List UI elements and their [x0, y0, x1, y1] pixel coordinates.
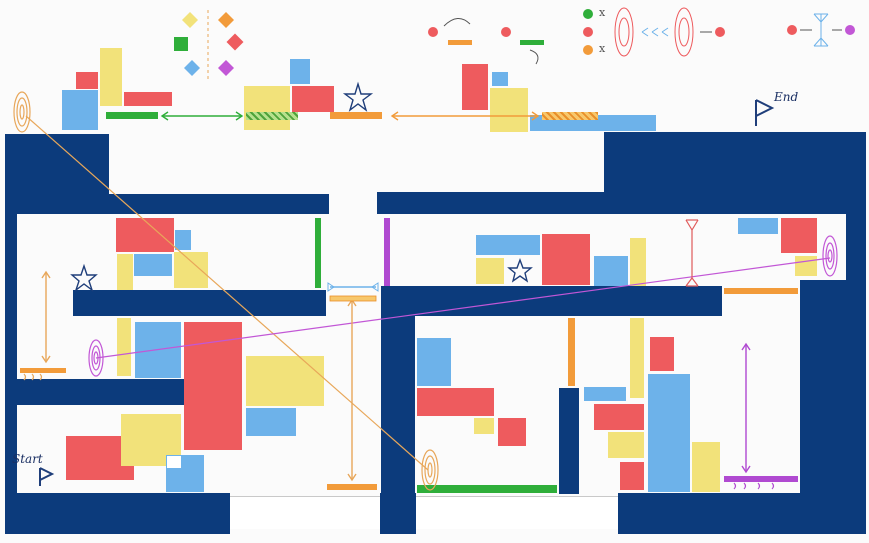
- yellow-block[interactable]: [692, 442, 720, 492]
- green-platform[interactable]: [417, 485, 557, 493]
- hourglass-barrier-icon: [685, 219, 699, 287]
- yellow-block[interactable]: [608, 432, 644, 458]
- blue-block[interactable]: [62, 90, 98, 130]
- blue-block[interactable]: [417, 338, 451, 386]
- wall-top-right: [604, 132, 866, 214]
- cross-glyph: x: [599, 42, 606, 55]
- blue-block[interactable]: [594, 256, 628, 286]
- yellow-block[interactable]: [246, 356, 324, 406]
- yellow-block[interactable]: [100, 48, 122, 106]
- pillar-small: [559, 388, 579, 494]
- water-pool-right: [416, 496, 618, 529]
- water-pool-left: [230, 496, 380, 529]
- white-notch: [167, 456, 181, 468]
- red-block[interactable]: [124, 92, 172, 106]
- floor-left: [5, 493, 230, 534]
- red-block[interactable]: [498, 418, 526, 446]
- yellow-block[interactable]: [474, 418, 494, 434]
- spring-pad-icon: [733, 482, 775, 490]
- red-block[interactable]: [620, 462, 644, 490]
- spiral-portal-icon: [822, 235, 838, 277]
- flag-icon: [39, 467, 55, 486]
- green-door[interactable]: [315, 218, 321, 288]
- double-arrow-icon: [390, 111, 540, 121]
- star-icon: [342, 81, 374, 112]
- end-label: End: [774, 90, 799, 104]
- red-block[interactable]: [594, 404, 644, 430]
- orange-platform[interactable]: [330, 112, 382, 119]
- double-arrow-icon: [741, 342, 751, 474]
- green-hatched-platform[interactable]: [246, 112, 298, 120]
- wall-ledge-upper-left: [5, 194, 329, 214]
- ledge-mid-left: [73, 290, 326, 316]
- wall-right-block: [800, 280, 860, 500]
- portal-link-line: [95, 257, 831, 359]
- yellow-block[interactable]: [630, 318, 644, 398]
- spiral-portal-icon: [13, 91, 31, 133]
- hint-icon: [428, 18, 544, 65]
- orange-platform[interactable]: [20, 368, 66, 373]
- orange-platform[interactable]: [327, 484, 377, 490]
- red-block[interactable]: [650, 337, 674, 371]
- wall-left-edge: [5, 214, 17, 534]
- start-label: Start: [12, 452, 43, 466]
- blue-block[interactable]: [492, 72, 508, 86]
- yellow-block[interactable]: [117, 254, 133, 290]
- blue-block[interactable]: [584, 387, 626, 401]
- double-arrow-icon: [160, 111, 244, 121]
- yellow-block[interactable]: [174, 252, 208, 288]
- cross-glyph: x: [599, 6, 606, 19]
- blue-block[interactable]: [175, 230, 191, 250]
- green-platform[interactable]: [106, 112, 158, 119]
- blue-block[interactable]: [648, 374, 690, 492]
- yellow-block[interactable]: [476, 258, 504, 284]
- flag-icon: [755, 99, 775, 126]
- blue-block[interactable]: [246, 408, 296, 436]
- floor-right: [618, 493, 866, 534]
- red-block[interactable]: [116, 218, 174, 252]
- spiral-portal-icon: [421, 449, 439, 491]
- purple-door[interactable]: [384, 218, 390, 286]
- red-block[interactable]: [462, 64, 488, 110]
- blue-block[interactable]: [476, 235, 540, 255]
- red-block[interactable]: [292, 86, 334, 112]
- red-block[interactable]: [542, 234, 590, 285]
- red-block[interactable]: [417, 388, 494, 416]
- blue-block[interactable]: [290, 59, 310, 84]
- double-arrow-icon: [41, 270, 51, 364]
- diamond-gem-icon: [174, 10, 244, 82]
- blue-block[interactable]: [134, 254, 172, 276]
- orange-platform[interactable]: [724, 288, 798, 294]
- red-block[interactable]: [76, 72, 98, 89]
- orange-hatched-platform[interactable]: [542, 112, 598, 120]
- blue-block[interactable]: [738, 218, 778, 234]
- spiral-portal-icon: [88, 339, 104, 377]
- portal-link-line: [25, 115, 429, 471]
- spring-pad-icon: [23, 373, 43, 381]
- red-block[interactable]: [184, 322, 242, 450]
- star-icon: [507, 258, 533, 283]
- yellow-block[interactable]: [244, 86, 290, 130]
- purple-platform[interactable]: [724, 476, 798, 482]
- yellow-block[interactable]: [117, 318, 131, 376]
- red-block[interactable]: [781, 218, 817, 253]
- yellow-block[interactable]: [630, 238, 646, 286]
- star-icon: [70, 263, 98, 292]
- yellow-block[interactable]: [490, 88, 528, 132]
- double-arrow-icon: [347, 298, 357, 482]
- orange-door[interactable]: [568, 318, 575, 386]
- floor-mid: [380, 493, 416, 534]
- bridge-icon: [327, 282, 379, 302]
- color-rule-icon: [583, 7, 855, 57]
